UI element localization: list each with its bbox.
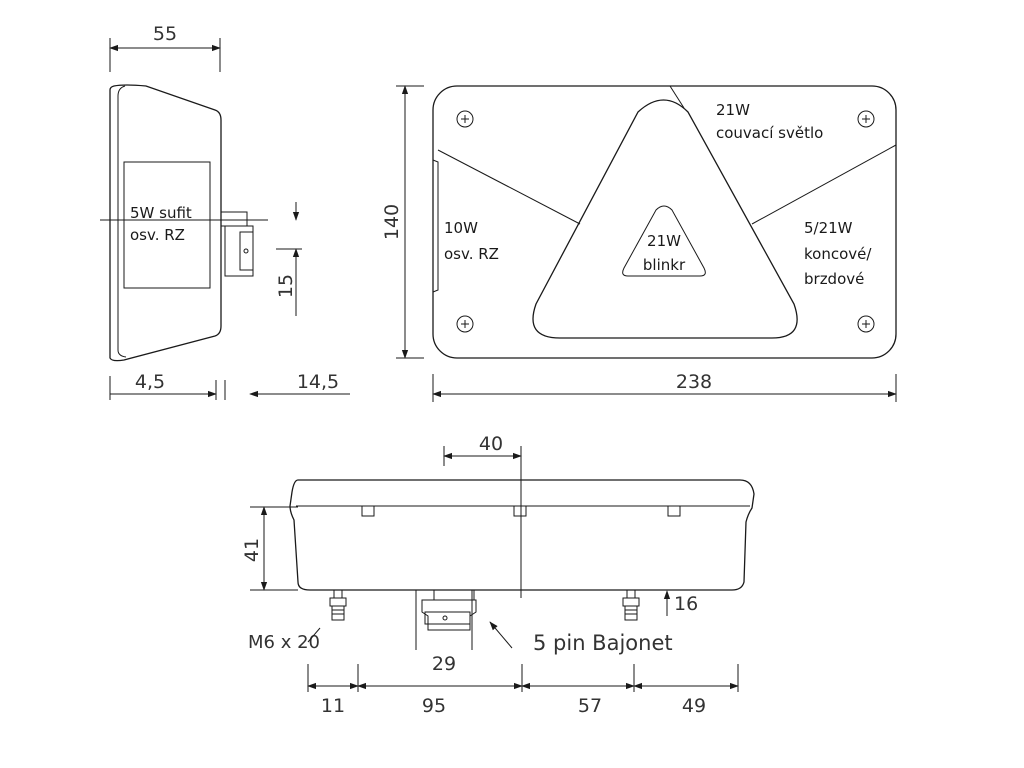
plate-light-watt: 10W xyxy=(444,219,478,237)
bottom-view: M6 x 20 5 pin Bajonet 40 41 16 29 11 95 … xyxy=(241,433,755,717)
front-divider-top xyxy=(669,85,685,109)
tail-light-label-1: koncové/ xyxy=(804,245,872,263)
screw-icon xyxy=(857,110,875,128)
front-housing xyxy=(432,85,897,359)
indicator-triangle xyxy=(622,205,706,277)
reverse-light-label: couvací světlo xyxy=(716,124,823,142)
screw-icon xyxy=(456,110,474,128)
front-left-notch xyxy=(432,159,439,293)
dim-15-text: 15 xyxy=(275,274,297,298)
dim-95-text: 95 xyxy=(422,695,446,717)
front-divider-left xyxy=(437,149,581,225)
dim-57-text: 57 xyxy=(578,695,602,717)
side-connector-face xyxy=(239,231,254,271)
screw-icon xyxy=(456,315,474,333)
plate-light-label: osv. RZ xyxy=(444,245,499,263)
front-divider-right xyxy=(751,144,897,225)
bottom-tab xyxy=(667,505,681,517)
tail-light-label-2: brzdové xyxy=(804,270,864,288)
mounting-stud-left xyxy=(329,589,347,621)
side-connector-pin xyxy=(243,248,249,254)
side-lens-edge xyxy=(117,85,127,358)
bottom-tab xyxy=(361,505,375,517)
bulb-socket-outline xyxy=(123,161,211,289)
dim-29-text: 29 xyxy=(432,653,456,675)
reflector-triangle xyxy=(532,99,798,339)
dim-41-text: 41 xyxy=(241,538,263,562)
stud-leader xyxy=(307,627,321,643)
dim-40-text: 40 xyxy=(479,433,503,455)
dim-49-text: 49 xyxy=(682,695,706,717)
front-view: 21W couvací světlo 10W osv. RZ 21W blink… xyxy=(381,85,897,402)
tail-light-watt: 5/21W xyxy=(804,219,853,237)
connector-label: 5 pin Bajonet xyxy=(533,631,673,655)
connector-leader xyxy=(489,621,513,649)
indicator-label: blinkr xyxy=(643,256,686,274)
dim-238-text: 238 xyxy=(676,371,712,393)
screw-icon xyxy=(857,315,875,333)
side-view: 5W sufit osv. RZ 55 15 4,5 14,5 xyxy=(100,23,350,400)
dim-45-text: 4,5 xyxy=(135,371,165,393)
side-connector-top xyxy=(220,211,248,227)
side-connector-body xyxy=(224,225,254,277)
bulb-label-line1: 5W sufit xyxy=(130,204,192,222)
bottom-housing xyxy=(289,479,755,591)
dim-140-text: 140 xyxy=(381,204,403,240)
indicator-watt: 21W xyxy=(647,232,681,250)
bayonet-connector xyxy=(415,589,477,650)
bottom-tab xyxy=(513,505,527,517)
side-housing xyxy=(109,84,222,362)
dim-11-text: 11 xyxy=(321,695,345,717)
dim-55-text: 55 xyxy=(153,23,177,45)
reverse-light-watt: 21W xyxy=(716,101,750,119)
stud-label: M6 x 20 xyxy=(248,632,320,653)
dim-145-text: 14,5 xyxy=(297,371,339,393)
bulb-label-line2: osv. RZ xyxy=(130,226,185,244)
dim-16-text: 16 xyxy=(674,593,698,615)
mounting-stud-right xyxy=(622,589,640,621)
